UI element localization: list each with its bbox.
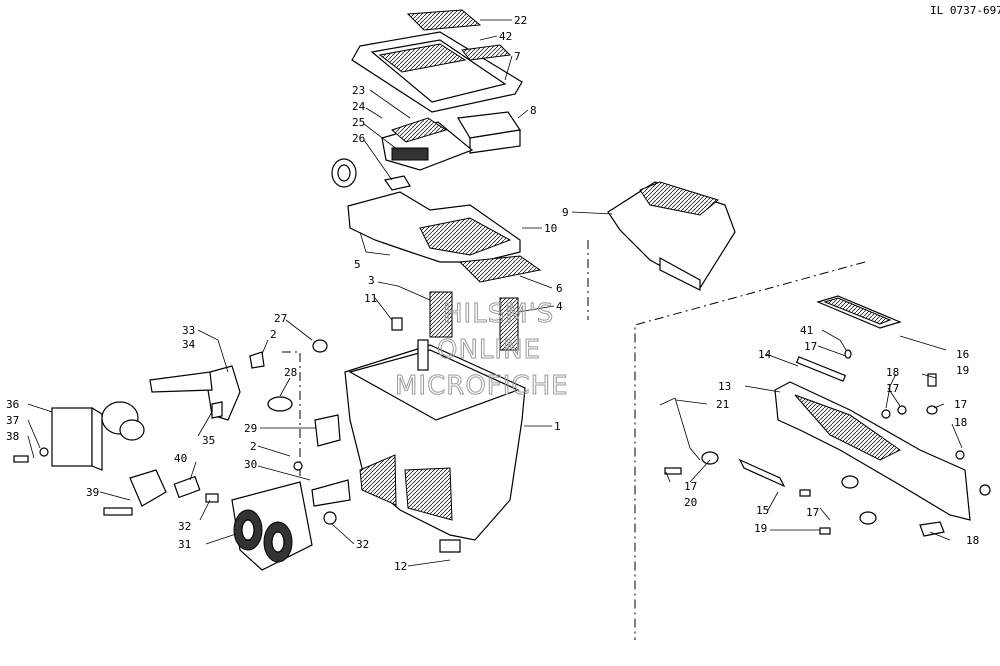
gasket-part	[391, 291, 519, 351]
callout-label: 1	[554, 420, 561, 433]
callout-label: 32	[178, 520, 191, 533]
callout-label: 29	[244, 422, 257, 435]
callout-label: 12	[394, 560, 407, 573]
group-boundary-line	[282, 351, 301, 478]
intake-cover-part	[331, 117, 474, 191]
callout-label: 39	[86, 486, 99, 499]
callout-label: 6	[556, 282, 563, 295]
callout-label: 38	[6, 430, 19, 443]
callout-label: 27	[274, 312, 287, 325]
callout-label: 9	[562, 206, 569, 219]
callout-label: 30	[244, 458, 257, 471]
callout-label: 10	[544, 222, 557, 235]
callout-label: 41	[800, 324, 813, 337]
callout-label: 17	[806, 506, 819, 519]
callout-label: 19	[754, 522, 767, 535]
callout-label: 35	[202, 434, 215, 447]
callout-label: 19	[956, 364, 969, 377]
callout-label: 18	[966, 534, 979, 547]
callout-label: 20	[684, 496, 697, 509]
callout-label: 40	[174, 452, 187, 465]
callout-label: 32	[356, 538, 369, 551]
leader-lines	[27, 19, 963, 567]
callout-label: 4	[556, 300, 563, 313]
callout-label: 37	[6, 414, 19, 427]
callout-label: 3	[368, 274, 375, 287]
callout-label: 13	[718, 380, 731, 393]
callout-label: 17	[804, 340, 817, 353]
callout-label: 33	[182, 324, 195, 337]
callout-label: 36	[6, 398, 19, 411]
airbox-part	[344, 339, 526, 553]
callout-label: 31	[178, 538, 191, 551]
base-plate-part	[347, 191, 542, 283]
callout-label: 22	[514, 14, 527, 27]
callout-label: 18	[954, 416, 967, 429]
callout-label: 14	[758, 348, 772, 361]
reference-number: IL 0737-697	[930, 4, 1000, 17]
callout-label: 26	[352, 132, 365, 145]
watermark: HILSM'S ONLINE MICROFICHE	[395, 299, 569, 402]
watermark-line: HILSM'S	[443, 299, 554, 329]
callout-label: 25	[352, 116, 365, 129]
callout-label: 18	[886, 366, 899, 379]
intake-silencer-part	[607, 181, 736, 291]
left-components-part	[13, 339, 351, 571]
callout-label: 17	[954, 398, 967, 411]
watermark-line: ONLINE	[437, 335, 541, 365]
callout-label: 21	[716, 398, 729, 411]
callout-label: 11	[364, 292, 377, 305]
callout-label: 2	[270, 328, 277, 341]
callout-label: 34	[182, 338, 196, 351]
callout-label: 17	[886, 382, 899, 395]
callout-label: 17	[684, 480, 697, 493]
callout-label: 5	[354, 258, 361, 271]
callout-label: 15	[756, 504, 769, 517]
callout-label: 2	[250, 440, 257, 453]
watermark-line: MICROFICHE	[395, 371, 569, 401]
callout-label: 16	[956, 348, 969, 361]
callout-label: 7	[514, 50, 521, 63]
callout-label: 8	[530, 104, 537, 117]
filter-cover-part	[351, 9, 523, 154]
callout-label: 42	[499, 30, 512, 43]
right-components-part	[659, 295, 991, 537]
callout-labels: 22 42 7 8 23 24 25 26 9 10 5 6 3 4 11 33…	[6, 14, 979, 573]
callout-label: 28	[284, 366, 297, 379]
group-boundary-line	[634, 261, 866, 640]
callout-label: 23	[352, 84, 365, 97]
callout-label: 24	[352, 100, 366, 113]
